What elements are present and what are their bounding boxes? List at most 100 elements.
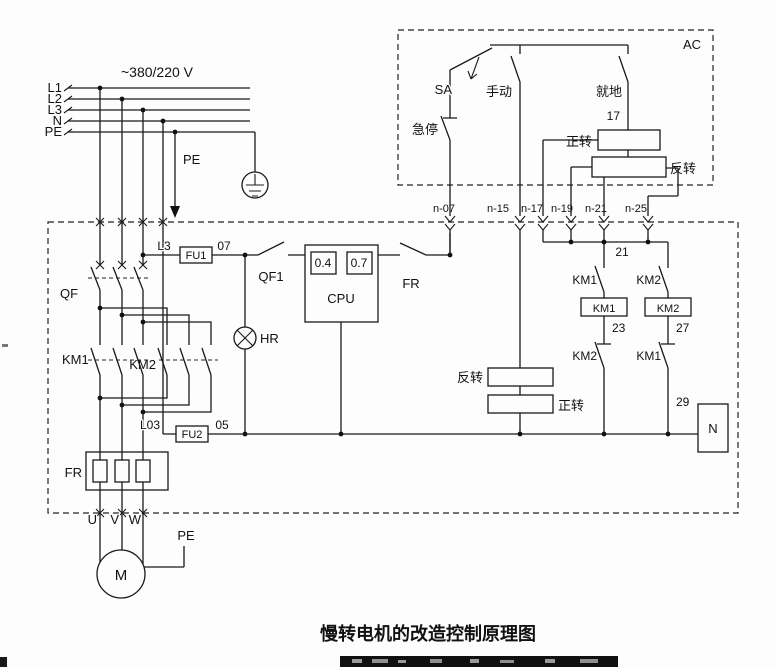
km1-interlock-contact (658, 341, 675, 369)
sa-blade (449, 47, 493, 71)
junction-dot (160, 118, 166, 124)
km2-label: KM2 (129, 357, 156, 372)
junction-dot (119, 96, 125, 102)
km1-coil (580, 297, 628, 317)
earth-glyph (246, 174, 264, 197)
km1-aux-label: KM1 (572, 273, 597, 287)
junction-dot (601, 239, 607, 245)
feeder-wires: PE (95, 85, 202, 434)
terminal-label-n-25: n-25 (625, 203, 647, 215)
wire05-label: 05 (215, 418, 229, 432)
bus-lines (68, 87, 255, 133)
junction-dot (140, 319, 146, 325)
fu2-label: FU2 (182, 429, 203, 441)
cpu-label: CPU (327, 291, 354, 306)
wire23-label: 23 (612, 321, 626, 335)
sa-arrow-icon (467, 56, 480, 80)
earth-circle (241, 171, 269, 199)
hr-lamp: HR (233, 252, 280, 437)
forward-switch-block (487, 394, 554, 414)
pe-drop-label: PE (183, 152, 201, 167)
fr-contact-blade (399, 242, 427, 256)
pe-arrow (170, 206, 180, 218)
fr-through-wires (99, 452, 144, 564)
bus-start-ticks (63, 84, 73, 136)
estop-blade (440, 115, 451, 141)
cpu-input-box (310, 251, 337, 275)
fr-heater (114, 459, 130, 483)
motor-pe-wire (144, 546, 185, 568)
terminal-label-n-17: n-17 (521, 203, 543, 215)
fu1-fuse (179, 246, 213, 264)
forward-label: 正转 (566, 134, 592, 149)
junction-dot (601, 431, 607, 437)
km2-contact-blades (157, 347, 212, 376)
junction-dot (338, 431, 344, 437)
forward-command-block (597, 129, 661, 151)
fu1-label: FU1 (186, 250, 207, 262)
manual-label: 手动 (486, 84, 512, 99)
qf-cross-marks (95, 260, 148, 270)
estop-label: 急停 (412, 122, 438, 137)
km1-contact-blades (90, 347, 144, 452)
local-label: 就地 (596, 84, 622, 99)
wire29-label: 29 (676, 395, 690, 409)
watermark-mark (500, 660, 514, 663)
estop-wires (443, 70, 457, 216)
km2-aux-label: KM2 (636, 273, 661, 287)
motor: U V W M PE (86, 511, 196, 599)
power-bus: ~380/220 V L1 L2 L3 N PE (43, 63, 255, 140)
control-ladder: 21 KM1 KM1 23 KM2 KM2 KM2 27 KM1 29 反转 正… (449, 230, 729, 453)
ac-box-label: AC (683, 37, 701, 52)
km2-coil (644, 297, 692, 317)
selector-rail (490, 44, 629, 54)
wire21-label: 21 (615, 245, 629, 259)
control-line-07: L3 FU1 07 QF1 0.4 0.7 CPU FR (140, 233, 453, 434)
km1-interlock-label: KM1 (636, 349, 661, 363)
terminal-chevrons (444, 215, 654, 231)
junction-dot (97, 85, 103, 91)
ladder-feeders (449, 230, 669, 368)
fr-label: FR (65, 465, 82, 480)
fu2-fuse (175, 425, 209, 443)
km2-branch-wires (100, 307, 212, 413)
cpu-output-box (346, 251, 373, 275)
terminal-label-n-07: n-07 (433, 203, 455, 215)
watermark-mark (430, 659, 442, 663)
terminal-label-n-15: n-15 (487, 203, 509, 215)
wire27-label: 27 (676, 321, 690, 335)
km1-label: KM1 (62, 352, 89, 367)
watermark-mark (398, 660, 406, 663)
neutral-label: N (708, 421, 717, 436)
hr-label: HR (260, 331, 279, 346)
cpu-output-value: 0.7 (351, 256, 368, 270)
forward-taps (542, 139, 629, 216)
km2-aux-blade (658, 265, 669, 293)
watermark-mark (470, 659, 479, 663)
ac-remote-circuit: 急停 SA 手动 就地 17 正转 反转 (411, 44, 697, 216)
reverse-command-block (591, 156, 667, 178)
bus-label-l2: L2 (48, 91, 62, 106)
junction-dot (645, 239, 651, 245)
scan-artifacts (0, 344, 618, 667)
reverse-taps (570, 166, 679, 216)
motor-label: M (115, 567, 128, 584)
km2-coil-label: KM2 (657, 303, 680, 315)
cpu-input-value: 0.4 (315, 256, 332, 270)
bus-label-n: N (53, 113, 62, 128)
qf1-blade (257, 241, 285, 256)
watermark-mark (580, 659, 598, 663)
junction-dot (517, 431, 523, 437)
junction-dot (140, 252, 146, 258)
l3-tap-label: L3 (157, 239, 171, 253)
fr-overload: FR (63, 451, 169, 564)
phase-v-label: V (110, 512, 119, 527)
km2-contactor: KM2 (97, 305, 218, 415)
manual-contact-blade (510, 55, 521, 83)
junction-dot (172, 129, 178, 135)
l03-label: L03 (140, 418, 160, 432)
neutral-bar (697, 403, 729, 453)
edge-artifact (2, 344, 8, 347)
